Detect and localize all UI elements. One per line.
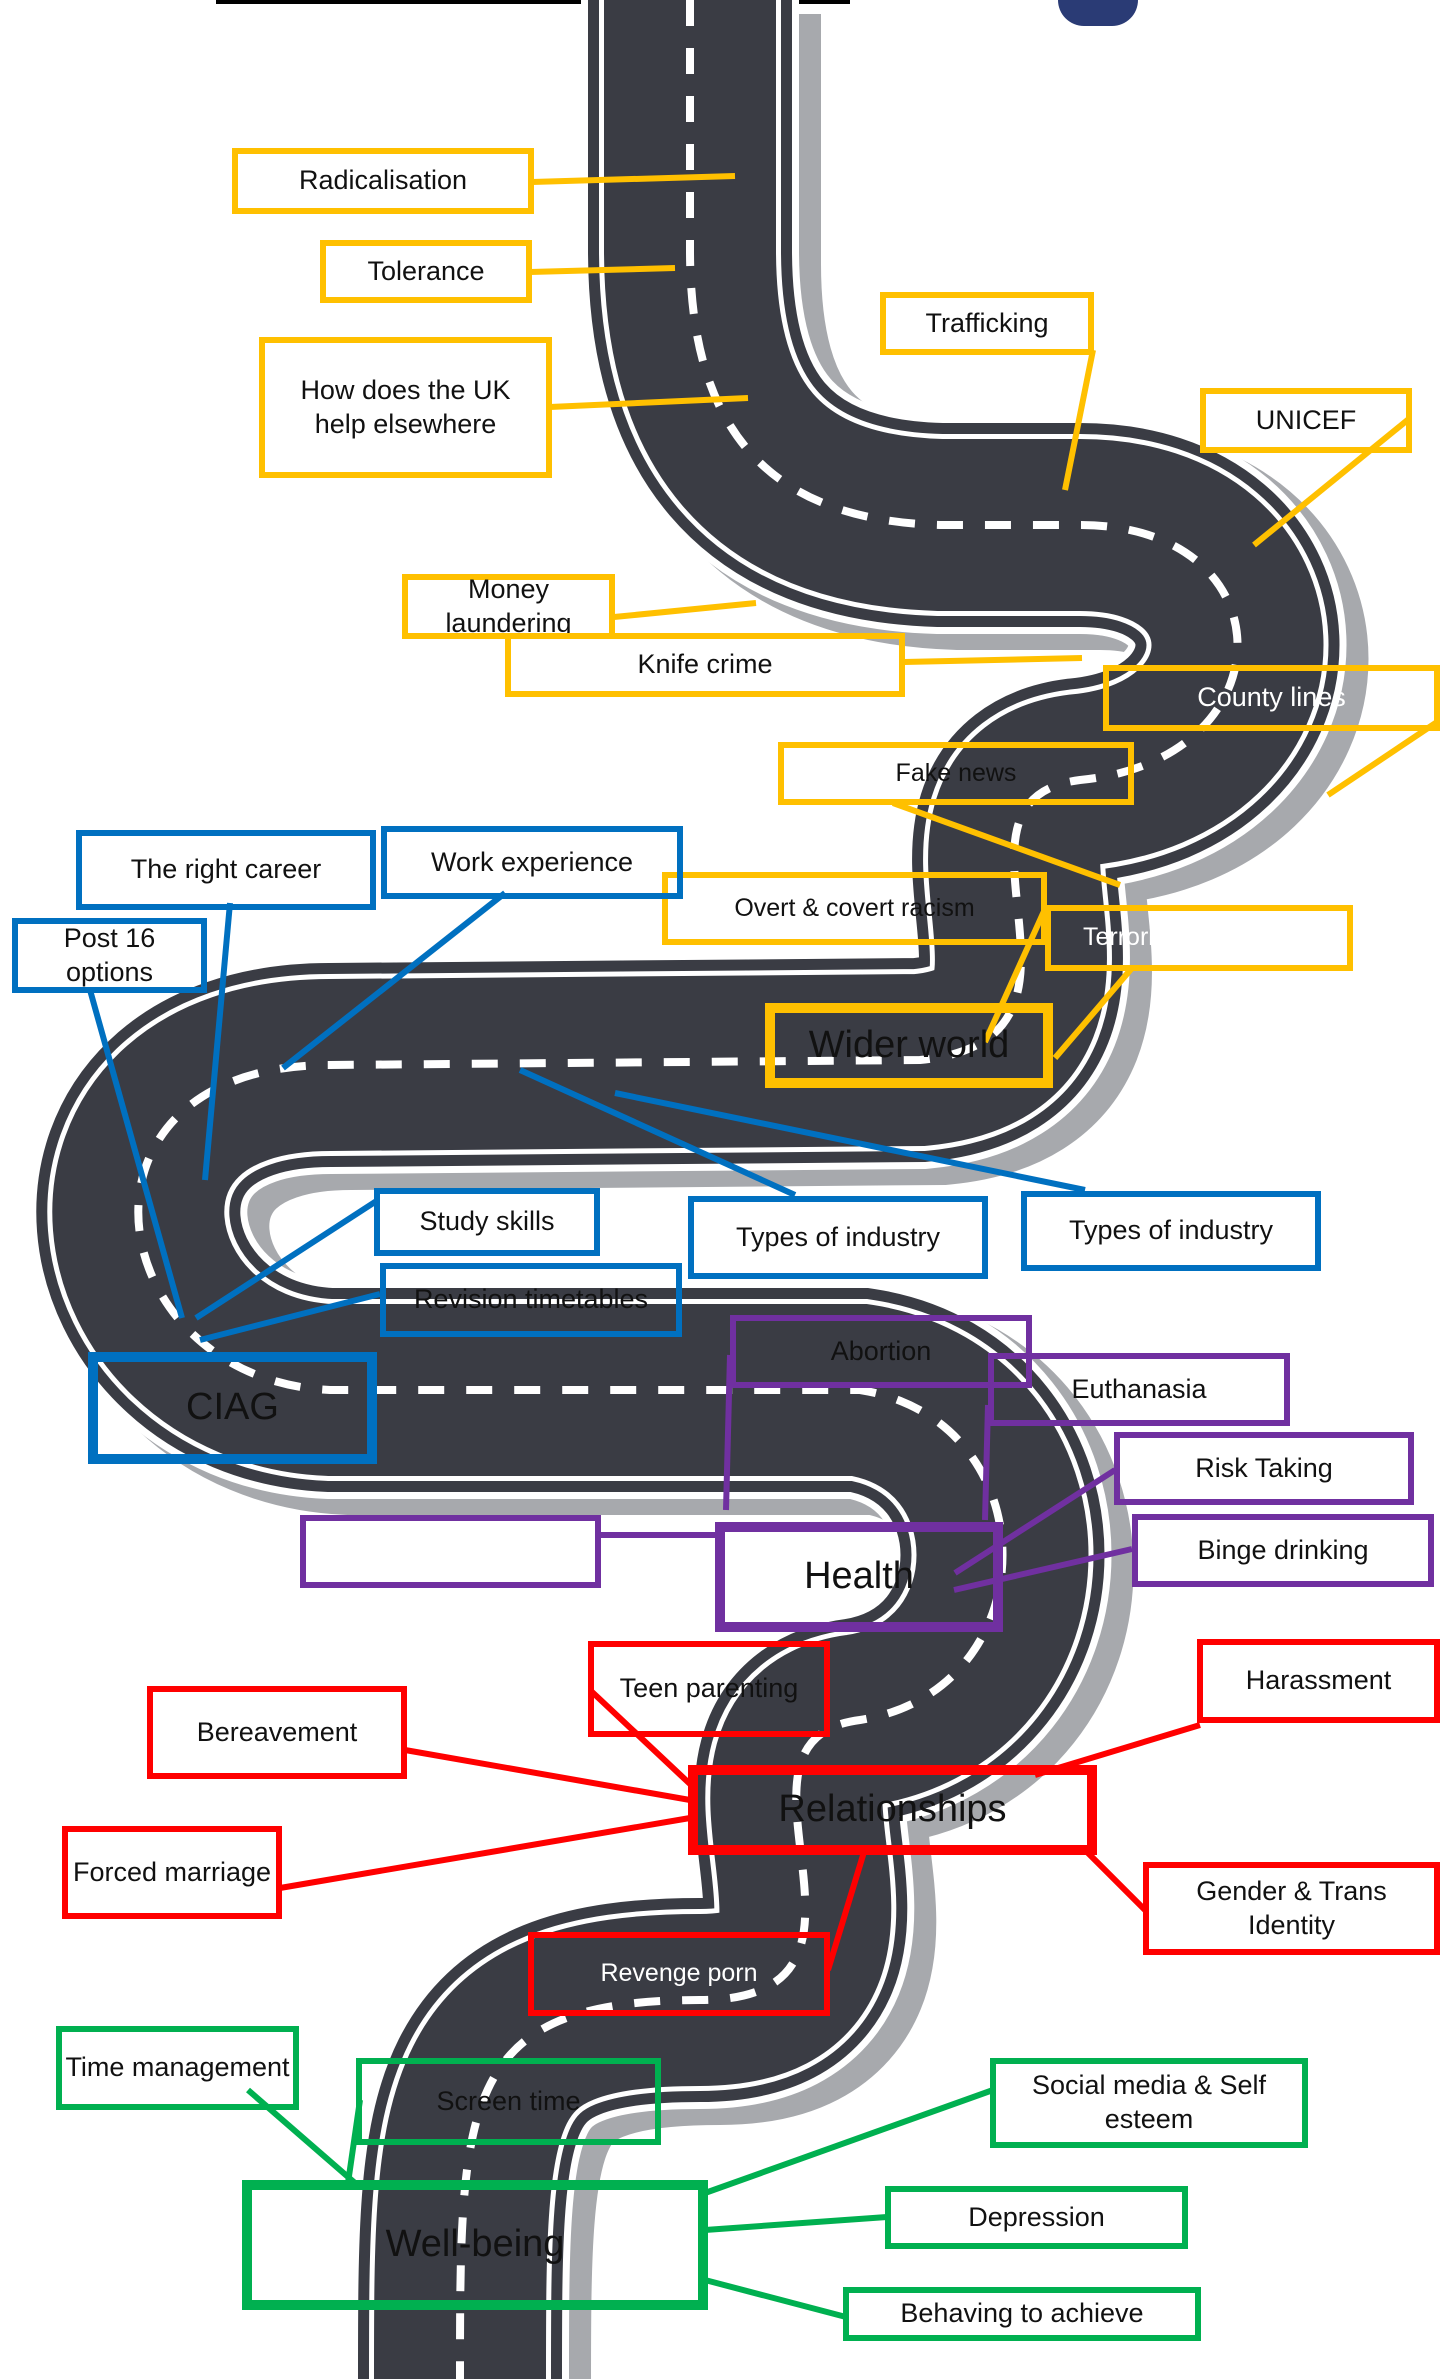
shield-badge-icon xyxy=(1058,0,1138,26)
industry-topic-1: Types of industry xyxy=(688,1196,988,1279)
wider-world-hub: Wider world xyxy=(765,1003,1053,1088)
post16-topic: Post 16 options xyxy=(12,918,207,993)
trafficking-topic: Trafficking xyxy=(880,292,1094,355)
study-skills-topic: Study skills xyxy=(374,1188,600,1256)
revision-topic: Revision timetables xyxy=(380,1263,682,1337)
well-being-hub: Well-being xyxy=(242,2180,708,2310)
money-laundering-topic: Money laundering xyxy=(402,574,615,639)
industry-topic-2: Types of industry xyxy=(1021,1191,1321,1271)
unicef-topic: UNICEF xyxy=(1200,388,1412,453)
health-hub: Health xyxy=(715,1522,1003,1632)
social-media-topic: Social media & Self esteem xyxy=(990,2058,1308,2148)
header-underline xyxy=(216,0,850,4)
harassment-topic: Harassment xyxy=(1197,1639,1440,1723)
tolerance-topic: Tolerance xyxy=(320,240,532,303)
euthanasia-topic: Euthanasia xyxy=(988,1353,1290,1426)
depression-topic: Depression xyxy=(885,2186,1188,2249)
bereavement-topic: Bereavement xyxy=(147,1686,407,1779)
binge-drinking-topic: Binge drinking xyxy=(1132,1514,1434,1587)
abortion-topic: Abortion xyxy=(730,1315,1032,1388)
work-experience-topic: Work experience xyxy=(381,826,683,899)
ciag-connectors xyxy=(87,890,1086,1343)
ciag-hub: CIAG xyxy=(88,1352,377,1464)
behaving-topic: Behaving to achieve xyxy=(843,2287,1201,2341)
gender-identity-topic: Gender & Trans Identity xyxy=(1143,1862,1440,1955)
uk-help-topic: How does the UK help elsewhere xyxy=(259,337,552,478)
teen-parenting-topic: Teen parenting xyxy=(588,1641,830,1737)
screen-time-topic: Screen time xyxy=(356,2058,661,2145)
sleep-topic: Importance of sleep xyxy=(300,1515,601,1588)
wider-world-connectors xyxy=(529,173,1440,1060)
racism-topic: Overt & covert racism xyxy=(662,872,1047,945)
county-lines-topic: County lines xyxy=(1103,665,1440,731)
knife-crime-topic: Knife crime xyxy=(505,633,905,697)
terrorism-topic: Terrorism & Holy war xyxy=(1045,905,1353,971)
time-management-topic: Time management xyxy=(56,2026,299,2110)
right-career-topic: The right career xyxy=(76,830,376,910)
risk-taking-topic: Risk Taking xyxy=(1114,1432,1414,1505)
forced-marriage-topic: Forced marriage xyxy=(62,1826,282,1919)
health-connectors xyxy=(600,1354,1133,1593)
fake-news-topic: Fake news xyxy=(778,742,1134,805)
relationships-hub: Relationships xyxy=(688,1765,1097,1855)
revenge-porn-topic: Revenge porn xyxy=(528,1932,830,2016)
radicalisation-topic: Radicalisation xyxy=(232,148,534,214)
